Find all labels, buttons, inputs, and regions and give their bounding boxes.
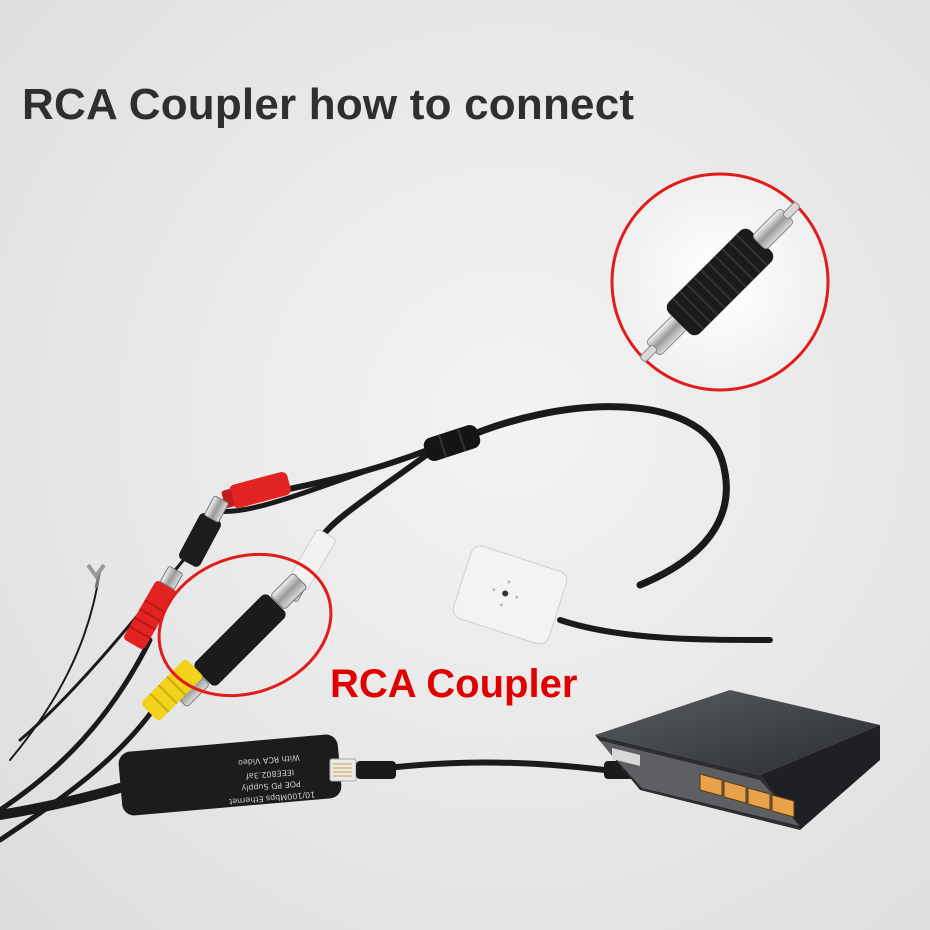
network-switch-icon — [595, 690, 880, 830]
page-title: RCA Coupler how to connect — [22, 80, 635, 129]
rj45-plug-left — [329, 758, 396, 782]
injector-label-3: IEEE802.3af — [246, 767, 295, 780]
cable-splitter-node — [423, 425, 481, 461]
coupler-highlight-ring — [157, 552, 333, 698]
switch-ports — [699, 773, 795, 818]
coupler-zoom-callout — [610, 172, 830, 392]
red-rca-plug — [124, 566, 183, 649]
fork-terminal — [86, 563, 106, 589]
rca-coupler-icon — [640, 202, 800, 362]
black-dc-plug — [178, 495, 229, 567]
poe-splitter-icon: With RCA Video IEEE802.3af POE PD Supply… — [118, 734, 342, 816]
coupler-callout-label: RCA Coupler — [330, 662, 578, 706]
mini-camera-icon — [452, 545, 568, 645]
yellow-rca-plug — [141, 659, 203, 721]
